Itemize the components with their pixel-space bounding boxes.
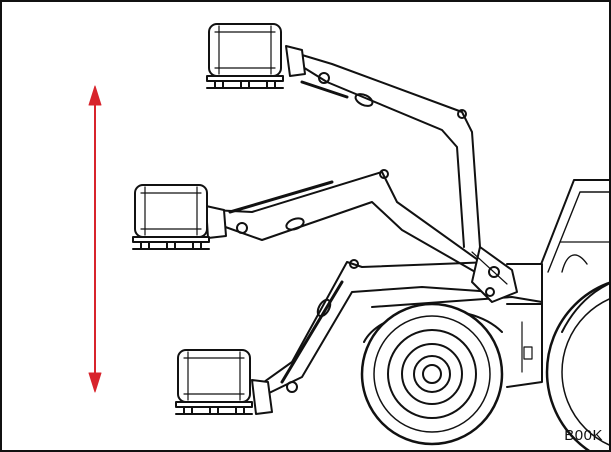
reference-code: B00K <box>564 427 603 444</box>
tractor-icon <box>360 179 609 450</box>
loader-arm-low <box>251 259 495 415</box>
loader-mount <box>471 246 518 303</box>
loader-arm-mid <box>205 169 493 278</box>
pallet-load-low <box>175 349 253 415</box>
pallet-load-high <box>206 23 284 89</box>
loader-arm-high <box>285 45 481 248</box>
pallet-load-mid <box>132 184 210 250</box>
double-arrow-icon <box>88 85 102 393</box>
